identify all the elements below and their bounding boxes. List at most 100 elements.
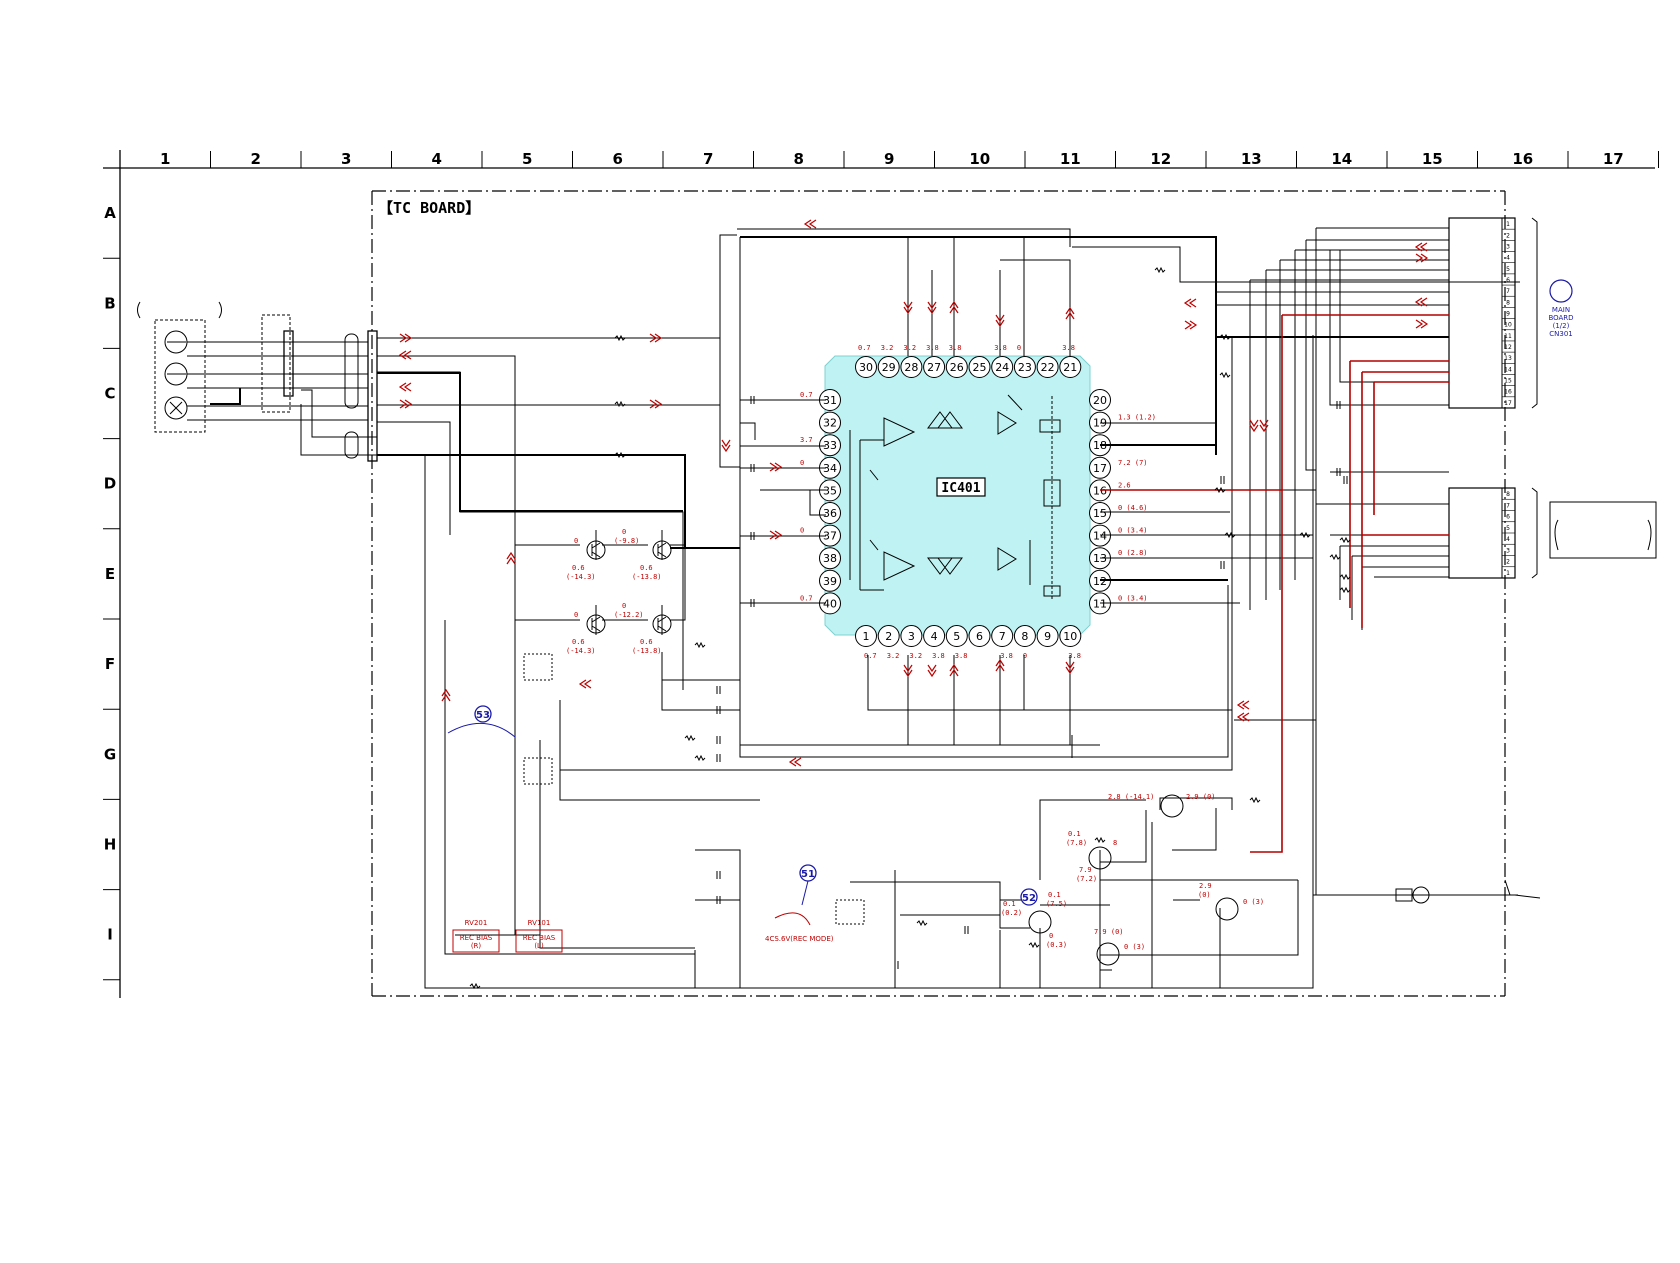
ic401-volt-pin-10: 3.8 bbox=[1068, 652, 1081, 660]
capacitor-symbol bbox=[1336, 468, 1341, 476]
svg-text:0.1: 0.1 bbox=[1048, 891, 1061, 899]
svg-text:(-13.8): (-13.8) bbox=[632, 647, 662, 655]
transistor-q4 bbox=[652, 614, 672, 634]
resistor-symbol bbox=[1028, 941, 1040, 949]
ic401-pin-26-label: 26 bbox=[950, 361, 964, 374]
signal-arrow bbox=[649, 399, 663, 409]
jack-icon bbox=[1412, 886, 1430, 904]
resistor-symbol bbox=[1299, 531, 1311, 539]
signal-arrow bbox=[788, 757, 802, 767]
ic401-pin-7 bbox=[991, 625, 1014, 647]
connector-cn-pin-1: 1 bbox=[1506, 221, 1510, 228]
right-transistor-volts: 2.8 (-14.1) 2.9 (0) 0.1 (7.8) 8 7.9 (7.2… bbox=[1001, 793, 1264, 951]
connector-8pin-pin-7: 7 bbox=[1506, 502, 1510, 509]
signal-arrow bbox=[1414, 297, 1428, 307]
connector-8pin-pin-1: 1 bbox=[1506, 570, 1510, 577]
external-board-box bbox=[1549, 501, 1657, 559]
ic401-pin-35-label: 35 bbox=[823, 484, 837, 497]
svg-text:(-12.2): (-12.2) bbox=[614, 611, 644, 619]
capacitor-symbol bbox=[964, 926, 969, 934]
svg-text:RV201: RV201 bbox=[465, 919, 488, 927]
connector-cn-pin-11: 11 bbox=[1504, 333, 1512, 340]
resistor-symbol bbox=[694, 641, 706, 649]
marker-53: 53 bbox=[447, 705, 516, 738]
capacitor-symbol bbox=[894, 961, 899, 969]
ic401-label-box bbox=[936, 477, 986, 497]
svg-text:0: 0 bbox=[1049, 932, 1053, 940]
left-transistor-volts: 0 0.6 (-14.3) 0 (-9.8) 0.6 (-13.8) 0 0.6… bbox=[566, 528, 662, 655]
transistor-q3 bbox=[586, 614, 606, 634]
svg-text:REC BIAS: REC BIAS bbox=[523, 934, 556, 942]
ic401-pin-27 bbox=[923, 356, 946, 378]
resistor-symbol bbox=[614, 334, 626, 342]
ic401-volt-pin-26: 3.8 bbox=[949, 344, 962, 352]
svg-text:(0.3): (0.3) bbox=[1046, 941, 1067, 949]
ic401-volt-pin-3: 3.2 bbox=[909, 652, 922, 660]
signal-arrow bbox=[441, 688, 451, 702]
head-connector bbox=[283, 330, 294, 397]
connector-cn-pin-10: 10 bbox=[1504, 322, 1512, 329]
resistor-symbol bbox=[1249, 796, 1261, 804]
coil-top bbox=[523, 653, 553, 681]
signal-arrow bbox=[1183, 298, 1197, 308]
signal-arrows bbox=[398, 219, 1429, 767]
ic401-pin-25-label: 25 bbox=[973, 361, 987, 374]
signal-arrow bbox=[1065, 661, 1075, 675]
transistor-q8 bbox=[1028, 910, 1052, 934]
ic401-pin-28 bbox=[900, 356, 923, 378]
signal-arrow bbox=[1415, 253, 1429, 263]
column-label-10: 10 bbox=[969, 150, 990, 168]
ic401-pin-3-label: 3 bbox=[908, 630, 915, 643]
svg-text:8: 8 bbox=[1113, 839, 1117, 847]
row-label-D: D bbox=[104, 475, 116, 493]
ic401-pin-2 bbox=[877, 625, 900, 647]
connector-cn-pin-14: 14 bbox=[1504, 366, 1512, 373]
resistor-symbol bbox=[1094, 836, 1106, 844]
ic401-pin-21 bbox=[1059, 356, 1082, 378]
ic401-pin-32 bbox=[819, 411, 841, 434]
connector-cn-pin-8: 8 bbox=[1506, 299, 1510, 306]
ic401-pin-20-label: 20 bbox=[1093, 394, 1107, 407]
connector-cn-pin-9: 9 bbox=[1506, 311, 1510, 318]
signal-arrow bbox=[1236, 700, 1250, 710]
ic401-volt-pin-30: 0.7 bbox=[858, 344, 871, 352]
ic401-pin-38 bbox=[819, 547, 841, 570]
ic401-pin-5-label: 5 bbox=[953, 630, 960, 643]
ic401-volt-pin-13: 0 (2.8) bbox=[1118, 549, 1148, 557]
connector-label-line: MAIN bbox=[1552, 306, 1570, 314]
connector-cn-pin-6: 6 bbox=[1506, 277, 1510, 284]
connector-cn-pin-12: 12 bbox=[1504, 344, 1512, 351]
coil-osc bbox=[835, 899, 865, 925]
ic401-pin-36 bbox=[819, 502, 841, 524]
ic401-pin-37-label: 37 bbox=[823, 530, 837, 543]
ic401-volt-pin-15: 0 (4.6) bbox=[1118, 504, 1148, 512]
signal-arrow bbox=[1259, 419, 1269, 433]
left-transistors bbox=[586, 540, 672, 634]
svg-text:7.9 (0): 7.9 (0) bbox=[1094, 928, 1124, 936]
capacitor-symbol bbox=[750, 396, 755, 404]
signal-arrow bbox=[1184, 320, 1198, 330]
ic401-pin-10 bbox=[1059, 625, 1082, 647]
ic401-pin-23 bbox=[1013, 356, 1036, 378]
signal-arrow bbox=[398, 350, 412, 360]
ic401-pin-33 bbox=[819, 434, 841, 457]
row-ticks bbox=[103, 257, 120, 981]
signal-arrow bbox=[769, 462, 783, 472]
svg-text:0.6: 0.6 bbox=[572, 638, 585, 646]
row-label-F: F bbox=[105, 655, 115, 673]
signal-arrow bbox=[649, 333, 663, 343]
wiring-red bbox=[1100, 314, 1449, 853]
connector-8pin-pin-6: 6 bbox=[1506, 514, 1510, 521]
ic401-pin-4-label: 4 bbox=[931, 630, 938, 643]
ic401-volt-pin-8: 0 bbox=[1023, 652, 1027, 660]
signal-arrow bbox=[769, 530, 783, 540]
ic401-pin-6 bbox=[968, 625, 991, 647]
reference-markers: 51 4CS.6V(REC MODE) 52 53 bbox=[447, 705, 1038, 943]
ic401-pin-17-label: 17 bbox=[1093, 462, 1107, 475]
ic401-volt-pin-4: 3.8 bbox=[932, 652, 945, 660]
ic401-pin-32-label: 32 bbox=[823, 417, 837, 430]
signal-arrow bbox=[399, 333, 413, 343]
ic401-volt-pin-17: 7.2 (7) bbox=[1118, 459, 1148, 467]
